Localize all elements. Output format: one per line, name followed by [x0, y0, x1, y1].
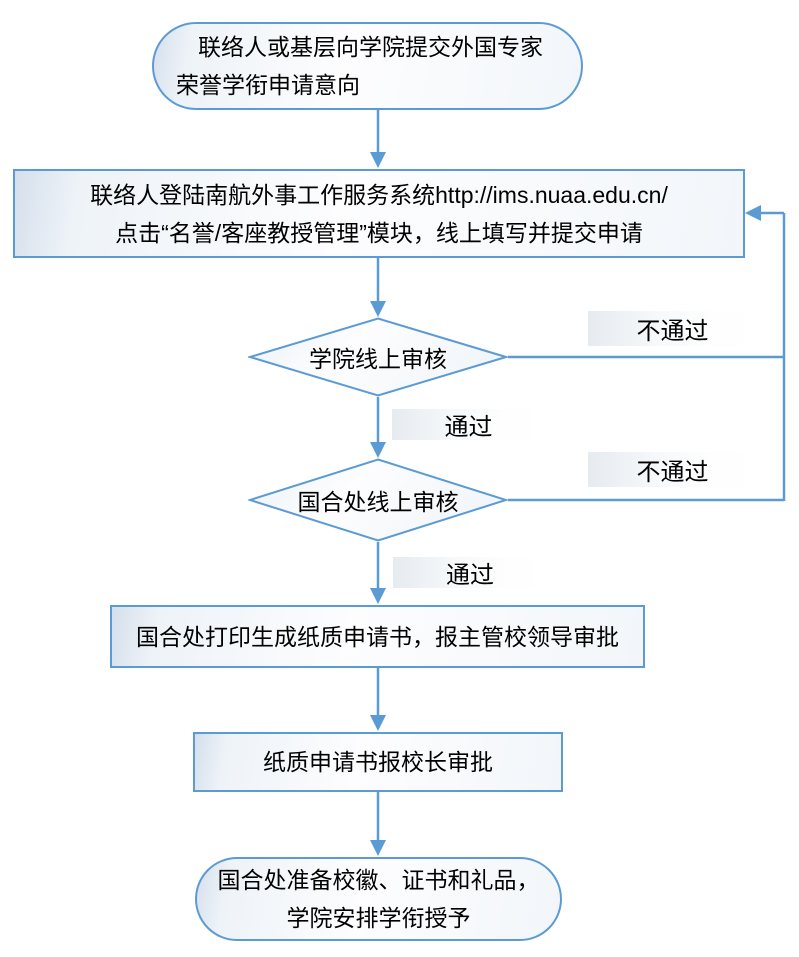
arrow-office-to-print — [370, 542, 386, 604]
office-review-label: 国合处线上审核 — [297, 489, 459, 515]
node-end-terminator: 国合处准备校徽、证书和礼品， 学院安排学衔授予 — [195, 857, 562, 941]
arrow-submit-to-college-review — [370, 258, 386, 317]
arrow-start-to-submit — [370, 110, 386, 168]
edge-label-pass-college: 通过 — [392, 409, 545, 441]
start-text-line2: 荣誉学衔申请意向 — [176, 72, 360, 98]
edge-label-fail-college: 不通过 — [588, 311, 757, 346]
arrow-print-to-president — [370, 668, 386, 731]
node-submit-process: 联络人登陆南航外事工作服务系统http://ims.nuaa.edu.cn/ 点… — [13, 169, 745, 258]
node-print-approval-process: 国合处打印生成纸质申请书，报主管校领导审批 — [110, 605, 645, 668]
start-text-line1: 联络人或基层向学院提交外国专家 — [198, 34, 543, 60]
submit-text-line2: 点击“名誉/客座教授管理”模块，线上填写并提交申请 — [115, 219, 643, 246]
edge-label-pass-office: 通过 — [393, 557, 547, 589]
diamond-shape — [248, 458, 508, 542]
president-approval-label: 纸质申请书报校长审批 — [263, 749, 493, 775]
arrow-president-to-end — [370, 792, 386, 856]
end-text-line2: 学院安排学衔授予 — [286, 905, 471, 931]
diamond-shape — [248, 317, 508, 397]
node-start-terminator: 联络人或基层向学院提交外国专家 荣誉学衔申请意向 — [152, 22, 583, 110]
node-president-approval-process: 纸质申请书报校长审批 — [193, 732, 563, 792]
node-college-review-decision: 学院线上审核 — [248, 317, 508, 397]
college-review-label: 学院线上审核 — [309, 346, 447, 372]
arrow-college-to-office-review — [370, 397, 386, 458]
node-office-review-decision: 国合处线上审核 — [248, 458, 508, 542]
print-approval-label: 国合处打印生成纸质申请书，报主管校领导审批 — [136, 623, 619, 650]
end-text-line1: 国合处准备校徽、证书和礼品， — [217, 867, 540, 893]
submit-text-line1: 联络人登陆南航外事工作服务系统http://ims.nuaa.edu.cn/ — [90, 181, 668, 208]
edge-label-fail-office: 不通过 — [588, 452, 757, 487]
